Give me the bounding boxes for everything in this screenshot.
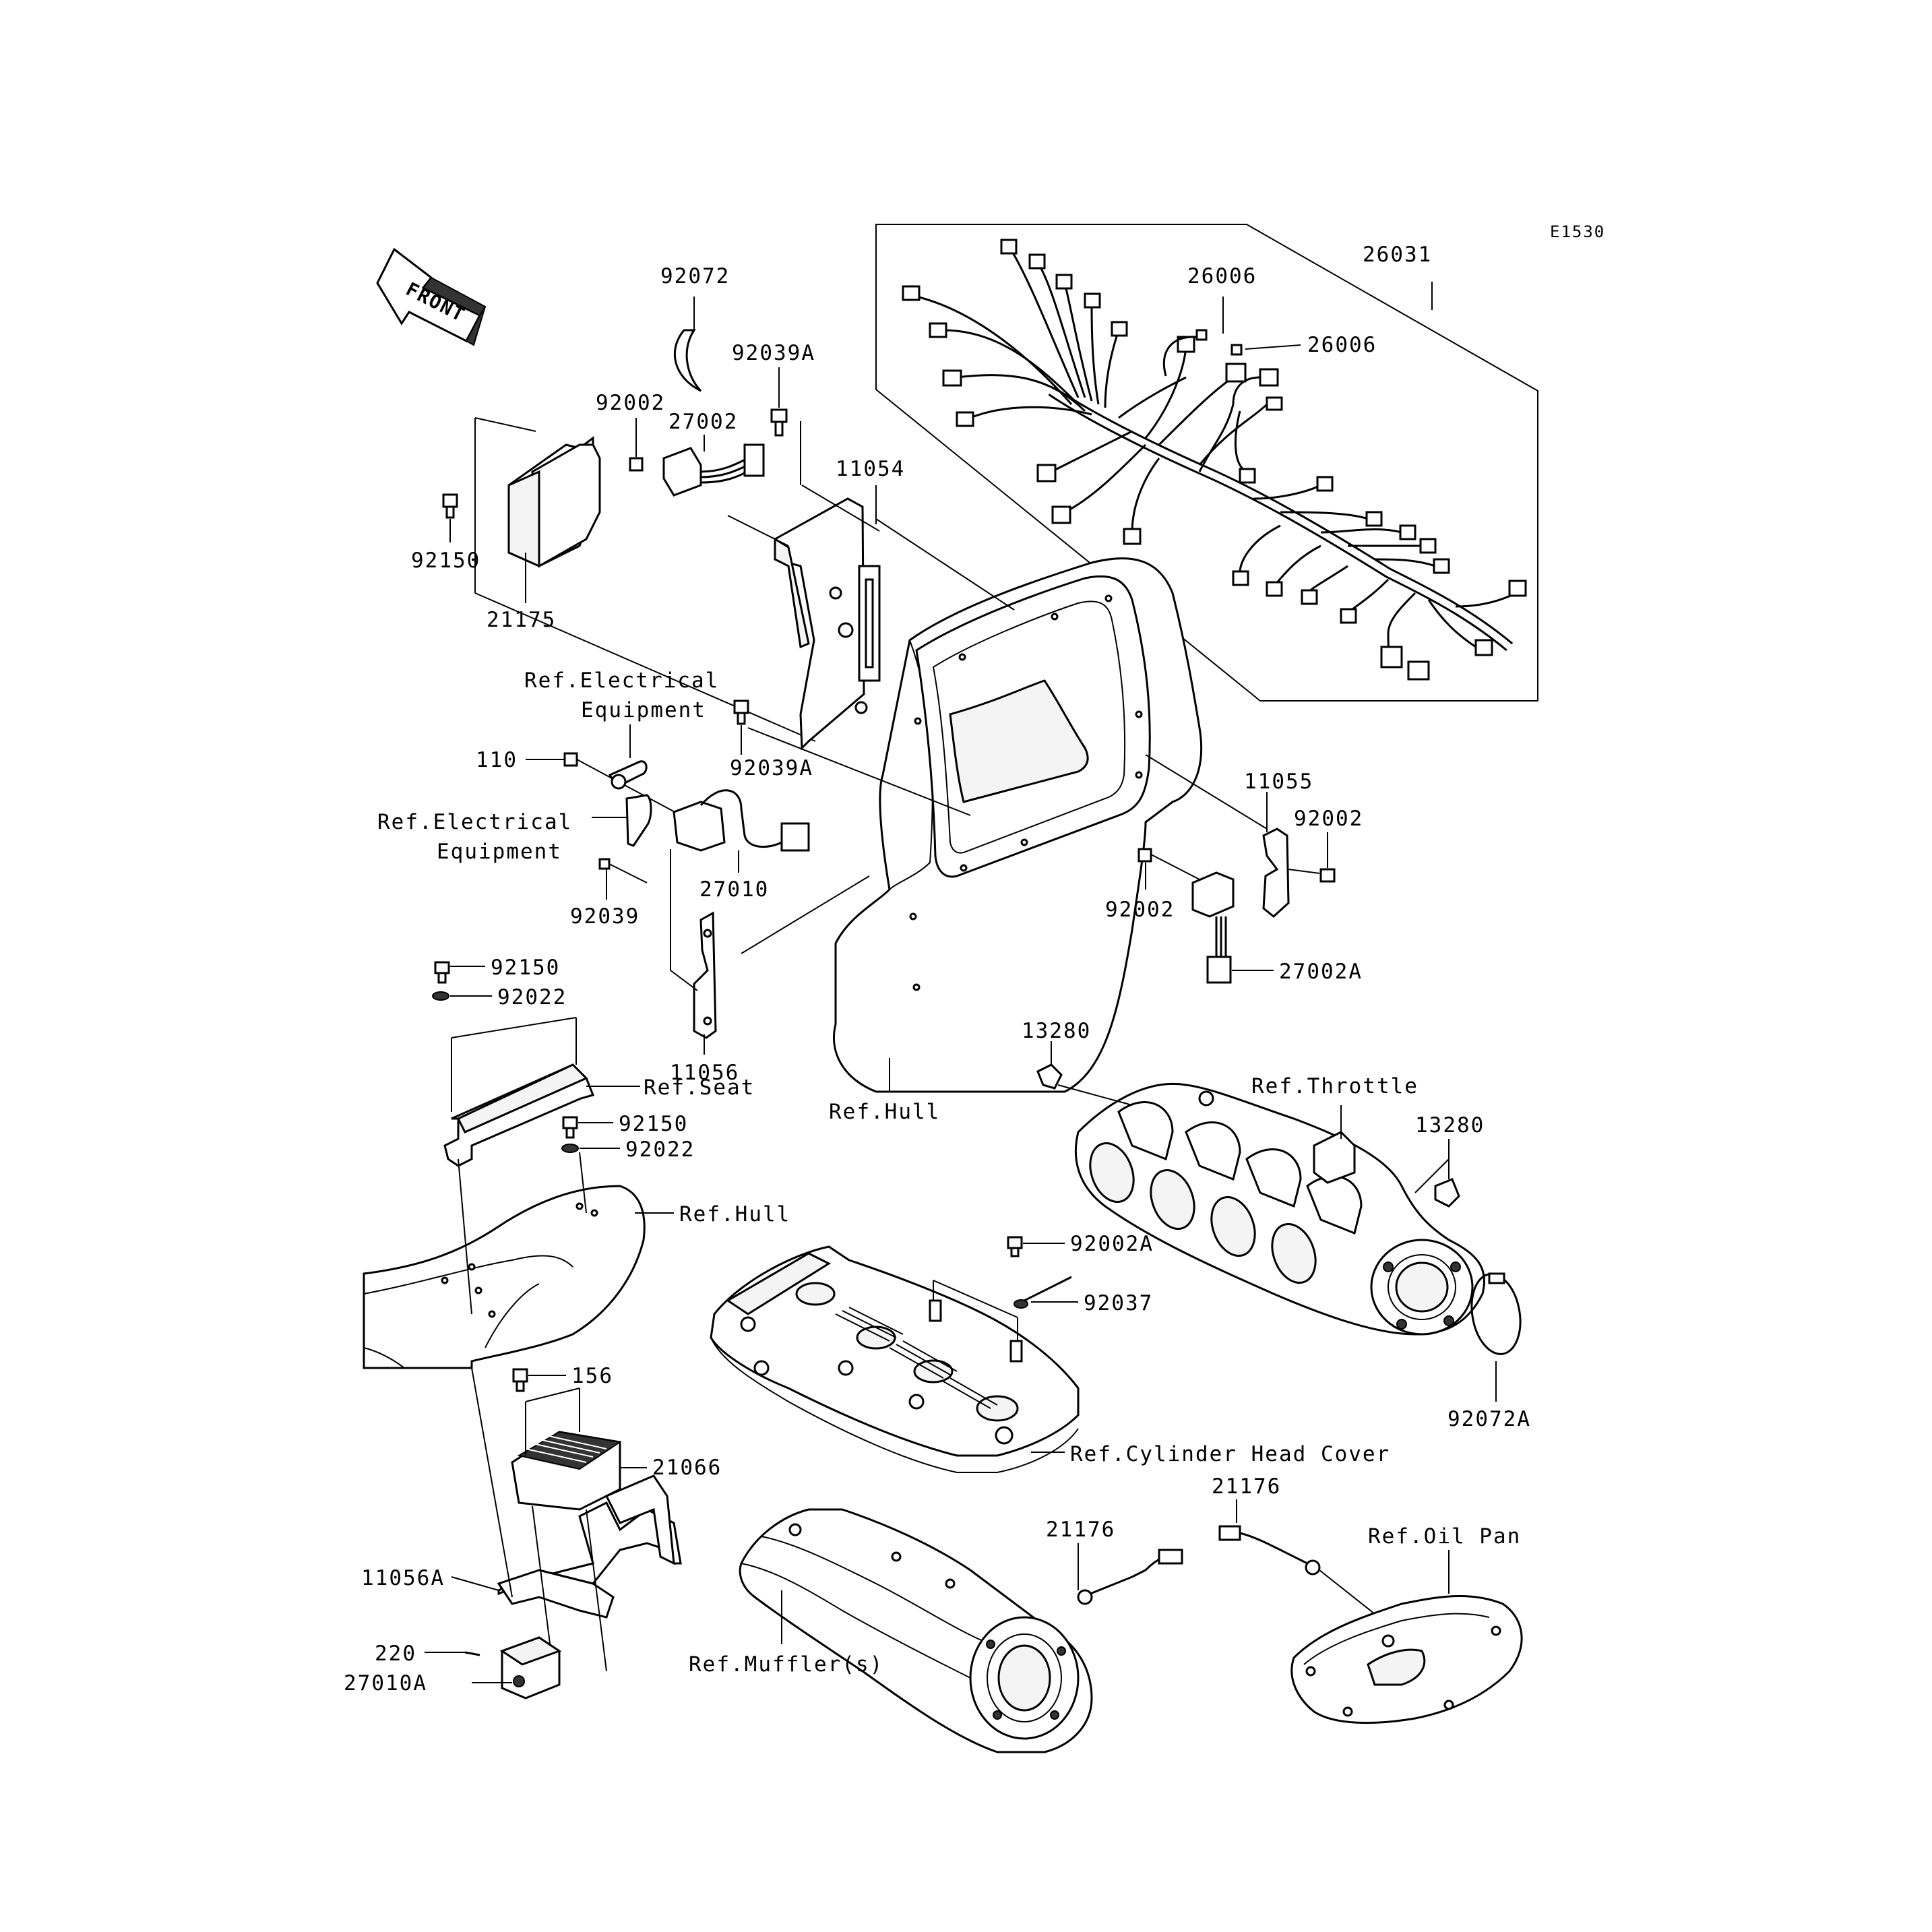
bracket-seat [443, 1017, 640, 1167]
part-label-13280-a: 13280 [1022, 1019, 1091, 1043]
part-label-13280-b: 13280 [1415, 1113, 1485, 1138]
oil-pan [1290, 1550, 1523, 1724]
bolt-92002A [1007, 1236, 1065, 1257]
muffler [739, 1508, 1093, 1753]
relay-27010A [472, 1636, 562, 1700]
part-label-92039A-mid: 92039A [730, 756, 813, 780]
bolt-92150-b [562, 1116, 613, 1139]
ref-seat: Ref.Seat [644, 1076, 755, 1100]
part-label-11054: 11054 [836, 457, 905, 481]
sensor-21176-b [1218, 1499, 1375, 1615]
part-label-26006-a: 26006 [1187, 264, 1257, 288]
ref-hull-1: Ref.Hull [829, 1100, 940, 1124]
sensor-13280-a [1036, 1041, 1063, 1090]
part-label-11056A: 11056A [361, 1566, 445, 1590]
ecu-21175 [474, 417, 816, 742]
part-label-156: 156 [571, 1364, 613, 1388]
part-label-92002-left: 92002 [1105, 898, 1175, 922]
part-label-92150-b: 92150 [619, 1112, 688, 1136]
relay-27002A [1191, 871, 1274, 984]
part-label-220: 220 [375, 1642, 416, 1666]
ref-electrical-1: Ref.Electrical Equipment [524, 668, 719, 758]
throttle-body [1057, 1083, 1486, 1336]
part-label-27010: 27010 [699, 877, 769, 902]
bolt-92150-top [442, 493, 458, 542]
screw-220 [425, 1651, 480, 1656]
bolt-92002-right [1288, 832, 1336, 883]
hull-lower-left [363, 1152, 674, 1369]
part-label-11055: 11055 [1244, 770, 1313, 794]
gasket-92037 [1014, 1276, 1078, 1309]
part-label-21175: 21175 [487, 608, 556, 632]
hull-opening [833, 557, 1203, 1093]
coil-27010 [673, 789, 810, 873]
washer-92022-a [432, 991, 492, 1001]
screw-92039A-top [770, 367, 788, 437]
front-arrow-icon: FRONT [376, 247, 487, 346]
cylinder-head-cover [710, 1245, 1080, 1473]
ref-mufflers: Ref.Muffler(s) [689, 1652, 883, 1677]
diagram-code: E1530 [1550, 222, 1605, 241]
ref-electrical-2-line2: Equipment [437, 840, 562, 864]
part-label-21176-a: 21176 [1046, 1518, 1115, 1542]
bolt-92150-a [434, 961, 485, 984]
part-label-92002-top: 92002 [596, 391, 665, 415]
part-label-92039A-top: 92039A [732, 341, 815, 365]
ref-electrical-2: Ref.Electrical Equipment [377, 794, 652, 864]
part-label-92072A: 92072A [1447, 1407, 1531, 1431]
bolt-92002-top [629, 418, 644, 472]
regulator-21066 [511, 1388, 647, 1511]
part-label-92150-top: 92150 [411, 549, 480, 573]
ref-electrical-1-line1: Ref.Electrical [524, 668, 719, 693]
part-label-92002-right: 92002 [1294, 807, 1363, 831]
clamp-92072A [1470, 1272, 1522, 1402]
part-label-92022-a: 92022 [497, 985, 567, 1009]
ref-cylinder-head-cover: Ref.Cylinder Head Cover [1070, 1442, 1390, 1466]
part-label-27002: 27002 [668, 410, 738, 434]
ref-electrical-2-line1: Ref.Electrical [377, 810, 572, 834]
part-label-11056: 11056 [670, 1061, 739, 1085]
part-label-92022-b: 92022 [625, 1138, 695, 1162]
part-label-92072: 92072 [660, 264, 730, 288]
screw-110 [526, 752, 688, 819]
main-harness-26031 [875, 224, 1538, 702]
clamp-92072 [673, 297, 702, 392]
relay-27002 [662, 435, 765, 497]
screw-92039A-mid [733, 699, 749, 755]
bracket-11056A [451, 1367, 682, 1672]
part-label-21066: 21066 [652, 1456, 722, 1480]
ref-hull-2: Ref.Hull [679, 1202, 790, 1226]
part-label-92037: 92037 [1084, 1291, 1153, 1315]
ref-electrical-1-line2: Equipment [581, 698, 706, 722]
ref-throttle: Ref.Throttle [1251, 1074, 1419, 1098]
harness-connectors [902, 239, 1527, 681]
part-label-92002A: 92002A [1070, 1232, 1154, 1256]
washer-92022-b [561, 1144, 620, 1153]
ref-oil-pan: Ref.Oil Pan [1368, 1524, 1521, 1549]
screw-92039 [598, 858, 648, 900]
bolt-156 [512, 1368, 566, 1392]
part-label-92039: 92039 [570, 904, 640, 929]
part-label-26031: 26031 [1363, 243, 1432, 267]
part-label-92150-a: 92150 [491, 956, 560, 980]
part-label-110: 110 [476, 748, 518, 772]
sensor-13280-b [1414, 1139, 1460, 1208]
part-label-21176-b: 21176 [1212, 1474, 1281, 1499]
part-label-27002A: 27002A [1279, 960, 1363, 984]
bracket-11054 [727, 421, 881, 751]
bracket-11055 [1262, 792, 1290, 918]
bracket-11056 [670, 849, 717, 1055]
sensor-21176-a [1077, 1543, 1183, 1605]
bolt-92002-left [1138, 848, 1200, 890]
part-label-26006-b: 26006 [1307, 333, 1377, 357]
part-label-27010A: 27010A [344, 1671, 427, 1695]
